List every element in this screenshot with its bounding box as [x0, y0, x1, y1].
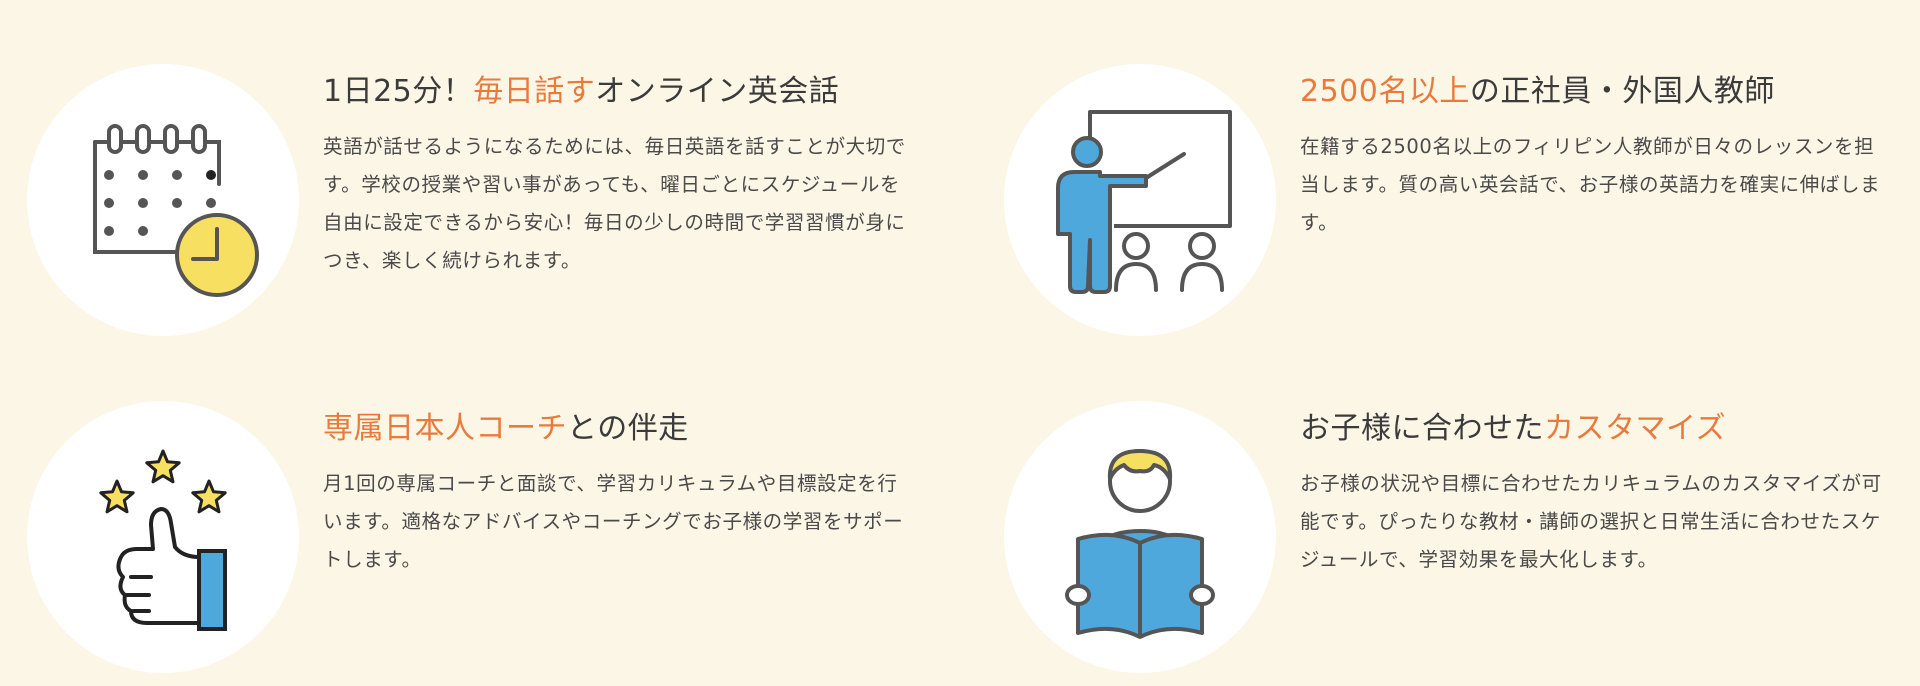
feature-icon-circle: [27, 64, 299, 336]
title-highlight: 2500名以上: [1300, 74, 1470, 109]
feature-text: 2500名以上の正社員・外国人教師 在籍する2500名以上のフィリピン人教師が日…: [1300, 70, 1890, 242]
feature-title: 専属日本人コーチとの伴走: [323, 407, 913, 451]
title-prefix: 1日25分！: [323, 74, 474, 109]
title-prefix: お子様に合わせた: [1300, 411, 1544, 446]
title-suffix: との伴走: [567, 411, 689, 446]
feature-title: 1日25分！毎日話すオンライン英会話: [323, 70, 913, 114]
feature-title: 2500名以上の正社員・外国人教師: [1300, 70, 1890, 114]
title-highlight: 毎日話す: [473, 74, 596, 109]
title-suffix: の正社員・外国人教師: [1469, 74, 1775, 109]
feature-description: 月1回の専属コーチと面談で、学習カリキュラムや目標設定を行います。適格なアドバイ…: [323, 472, 904, 571]
teacher-whiteboard-icon: [1056, 110, 1232, 294]
feature-daily-speaking: 1日25分！毎日話すオンライン英会話 英語が話せるようになるためには、毎日英語を…: [0, 64, 905, 344]
title-highlight: 専属日本人コーチ: [323, 411, 567, 446]
feature-text: お子様に合わせたカスタマイズ お子様の状況や目標に合わせたカリキュラムのカスタマ…: [1300, 407, 1890, 579]
feature-icon-circle: [27, 401, 299, 673]
feature-description: お子様の状況や目標に合わせたカリキュラムのカスタマイズが可能です。ぴったりな教材…: [1300, 472, 1882, 571]
feature-icon-circle: [1004, 401, 1276, 673]
feature-customize: お子様に合わせたカスタマイズ お子様の状況や目標に合わせたカリキュラムのカスタマ…: [977, 401, 1881, 681]
feature-title: お子様に合わせたカスタマイズ: [1300, 407, 1890, 451]
feature-description: 在籍する2500名以上のフィリピン人教師が日々のレッスンを担当します。質の高い英…: [1300, 135, 1881, 234]
feature-teachers: 2500名以上の正社員・外国人教師 在籍する2500名以上のフィリピン人教師が日…: [977, 64, 1880, 344]
feature-text: 専属日本人コーチとの伴走 月1回の専属コーチと面談で、学習カリキュラムや目標設定…: [323, 407, 913, 579]
feature-description: 英語が話せるようになるためには、毎日英語を話すことが大切です。学校の授業や習い事…: [323, 135, 906, 272]
calendar-clock-icon: [93, 124, 259, 297]
thumbs-up-stars-icon: [99, 449, 227, 631]
child-reading-book-icon: [1065, 449, 1215, 639]
feature-coach: 専属日本人コーチとの伴走 月1回の専属コーチと面談で、学習カリキュラムや目標設定…: [0, 401, 903, 681]
title-suffix: オンライン英会話: [595, 74, 840, 109]
feature-text: 1日25分！毎日話すオンライン英会話 英語が話せるようになるためには、毎日英語を…: [323, 70, 913, 280]
feature-icon-circle: [1004, 64, 1276, 336]
title-highlight: カスタマイズ: [1544, 411, 1727, 446]
